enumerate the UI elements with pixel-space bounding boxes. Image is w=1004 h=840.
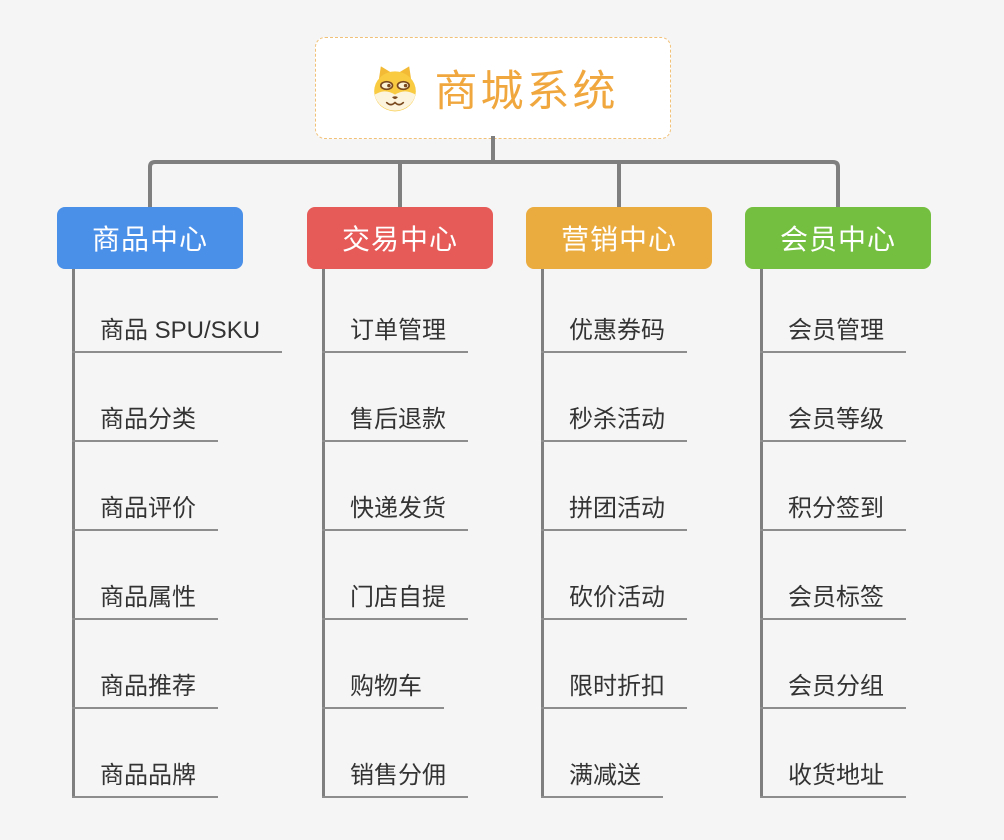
branch-connector-line — [72, 269, 75, 798]
sub-item[interactable]: 商品分类 — [72, 400, 218, 442]
branch-header[interactable]: 交易中心 — [307, 207, 493, 269]
branch: 会员中心 会员管理会员等级积分签到会员标签会员分组收货地址 — [745, 207, 1004, 807]
branch-label: 营销中心 — [560, 224, 677, 255]
sub-item[interactable]: 收货地址 — [760, 756, 906, 798]
sub-item[interactable]: 商品 SPU/SKU — [72, 311, 283, 353]
sub-item[interactable]: 门店自提 — [322, 578, 468, 620]
sub-item[interactable]: 销售分佣 — [322, 756, 468, 798]
branch: 营销中心 优惠券码秒杀活动拼团活动砍价活动限时折扣满减送 — [526, 207, 786, 807]
sub-item[interactable]: 满减送 — [541, 756, 663, 798]
branch-label: 商品中心 — [91, 224, 208, 255]
branch-header[interactable]: 会员中心 — [745, 207, 931, 269]
branch-connector-line — [541, 269, 544, 798]
sub-item[interactable]: 优惠券码 — [541, 311, 687, 353]
sub-item[interactable]: 会员等级 — [760, 400, 906, 442]
sub-item[interactable]: 快递发货 — [322, 489, 468, 531]
sub-item[interactable]: 商品推荐 — [72, 667, 218, 709]
branch-label: 会员中心 — [779, 224, 896, 255]
sub-item[interactable]: 售后退款 — [322, 400, 468, 442]
sub-item[interactable]: 会员分组 — [760, 667, 906, 709]
branch-connector-line — [322, 269, 325, 798]
tree-connector — [148, 136, 840, 208]
branch-connector-line — [760, 269, 763, 798]
sub-item[interactable]: 商品属性 — [72, 578, 218, 620]
sub-item[interactable]: 商品品牌 — [72, 756, 218, 798]
sub-item[interactable]: 会员标签 — [760, 578, 906, 620]
sub-item[interactable]: 订单管理 — [322, 311, 468, 353]
sub-item[interactable]: 购物车 — [322, 667, 444, 709]
sub-item[interactable]: 商品评价 — [72, 489, 218, 531]
sub-item[interactable]: 限时折扣 — [541, 667, 687, 709]
branch-header[interactable]: 营销中心 — [526, 207, 712, 269]
branch-header[interactable]: 商品中心 — [57, 207, 243, 269]
sub-item[interactable]: 会员管理 — [760, 311, 906, 353]
sub-item[interactable]: 拼团活动 — [541, 489, 687, 531]
branch: 商品中心 商品 SPU/SKU 商品分类商品评价商品属性商品推荐商品品牌 — [57, 207, 317, 807]
dog-face-icon — [373, 66, 416, 112]
root-node[interactable]: 商城系统 — [315, 37, 671, 139]
sub-item[interactable]: 砍价活动 — [541, 578, 687, 620]
sub-item[interactable]: 积分签到 — [760, 489, 906, 531]
branch: 交易中心 订单管理售后退款快递发货门店自提购物车销售分佣 — [307, 207, 567, 807]
root-title: 商城系统 — [434, 68, 619, 116]
sub-item[interactable]: 秒杀活动 — [541, 400, 687, 442]
branch-label: 交易中心 — [341, 224, 458, 255]
